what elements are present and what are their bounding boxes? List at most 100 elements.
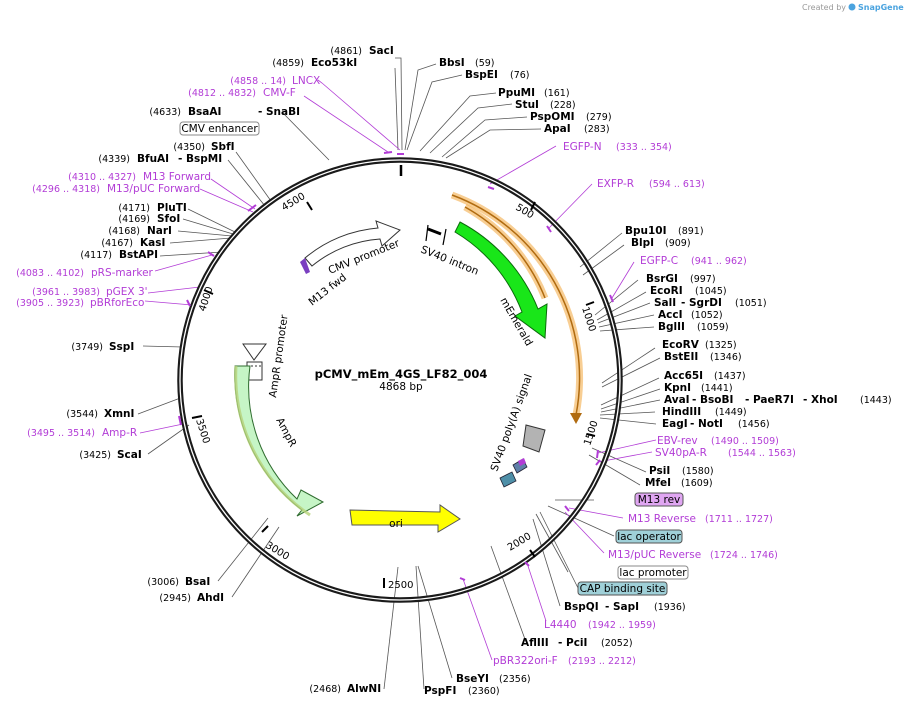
m13-rev-box (634, 492, 684, 507)
enzyme-pos: (1456) (738, 419, 770, 430)
cap-binding-site-box (577, 581, 668, 596)
enzyme-labels: (4861) SacI (4859) Eco53kI BbsI (59) Bsp… (66, 45, 891, 697)
enzyme-name: MfeI (645, 477, 671, 489)
enzyme-pos: (1449) (715, 407, 747, 418)
primer-name: pBRforEco (90, 297, 144, 309)
enzyme-pos: (2945) (159, 593, 191, 604)
enzyme-pos: (2052) (601, 638, 633, 649)
primer-pos: (2193 .. 2212) (568, 656, 636, 667)
m13-rev-block (518, 458, 526, 466)
enzyme-pos: (891) (678, 226, 704, 237)
enzyme-name-2: - (690, 418, 694, 430)
enzyme-name-2: - (692, 394, 696, 406)
ampr-promoter-label: AmpR promoter (267, 313, 291, 398)
primer-pos: (3961 .. 3983) (32, 287, 100, 298)
enzyme-name: AccI (658, 309, 682, 321)
tick-label-1500: 1500 (582, 419, 600, 447)
sv40-intron-label: SV40 intron (419, 244, 480, 278)
orf-arc-inner (464, 206, 546, 299)
enzyme-name: XmnI (104, 408, 134, 420)
primer-pos: (1724 .. 1746) (710, 550, 778, 561)
enzyme-pos: (1437) (714, 371, 746, 382)
enzyme-name: BsaAI (188, 106, 221, 118)
enzyme-name: SbfI (211, 141, 235, 153)
enzyme-pos: (4859) (272, 58, 304, 69)
enzyme-name: StuI (515, 99, 539, 111)
primer-name: pGEX 3' (106, 286, 148, 298)
primer-pos: (1490 .. 1509) (711, 436, 779, 447)
cap-binding-site-label: CAP binding site (580, 583, 666, 595)
cmv-promoter-arrow[interactable] (304, 220, 401, 267)
lac-promoter-label: lac promoter (619, 567, 687, 579)
enzyme-pos: (1936) (654, 602, 686, 613)
sv40-polya-box[interactable] (522, 424, 546, 453)
primer-labels: (4858 .. 14) LNCX (4812 .. 4832) CMV-F (… (16, 75, 796, 667)
enzyme-pos: (1325) (705, 340, 737, 351)
enzyme-name: Eco53kI (311, 57, 357, 69)
enzyme-pos: (4168) (108, 226, 140, 237)
enzyme-name-3: PaeR7I (753, 394, 794, 406)
enzyme-name: AflIII (521, 637, 549, 649)
enzyme-name: PspOMI (530, 111, 575, 123)
tick-label-2000: 2000 (506, 531, 533, 554)
enzyme-name-2: - (745, 394, 749, 406)
primer-name: M13 Forward (143, 171, 211, 183)
primer-pos: (1711 .. 1727) (705, 514, 773, 525)
primer-pos: (1942 .. 1959) (588, 620, 656, 631)
primer-pos: (4083 .. 4102) (16, 268, 84, 279)
primer-marks (178, 151, 614, 581)
enzyme-pos: (1052) (691, 310, 723, 321)
enzyme-pos: (4350) (173, 142, 205, 153)
enzyme-name: PpuMI (498, 87, 535, 99)
primer-pos: (594 .. 613) (649, 179, 705, 190)
enzyme-name: BstEII (664, 351, 698, 363)
memerald-arrow[interactable] (454, 221, 548, 339)
enzyme-name: BspQI (564, 601, 599, 613)
primer-name: LNCX (292, 75, 320, 87)
enzyme-pos: (228) (550, 100, 576, 111)
ori-arrow[interactable] (349, 504, 461, 533)
enzyme-name: Acc65I (664, 370, 703, 382)
primer-pos: (4858 .. 14) (230, 76, 286, 87)
primer-pos: (4812 .. 4832) (188, 88, 256, 99)
enzyme-name: BfuAI (137, 153, 169, 165)
enzyme-name: PsiI (649, 465, 670, 477)
enzyme-pos: (4339) (98, 154, 130, 165)
enzyme-pos: (4167) (101, 238, 133, 249)
enzyme-pos: (3006) (147, 577, 179, 588)
lac-operator-box (615, 529, 683, 544)
enzyme-name: AvaI (664, 394, 690, 406)
m13-rev-label: M13 rev (638, 494, 681, 506)
primer-name: pBR322ori-F (493, 655, 558, 667)
enzyme-name: PluTI (157, 202, 187, 214)
enzyme-name: BsaI (185, 576, 210, 588)
enzyme-name-2: PciI (566, 637, 587, 649)
sv40-polya-label: SV40 poly(A) signal (489, 373, 535, 473)
enzyme-pos: (2360) (468, 686, 500, 697)
enzyme-name-2: - (258, 106, 262, 118)
enzyme-name: EcoRI (650, 285, 683, 297)
enzyme-name: AhdI (197, 592, 224, 604)
cap-site-block (499, 471, 517, 488)
primer-name: M13/pUC Reverse (608, 549, 701, 561)
enzyme-pos: (3425) (79, 450, 111, 461)
primer-name: Amp-R (102, 427, 137, 439)
snapgene-logo-icon (848, 3, 856, 11)
primer-pos: (4296 .. 4318) (32, 184, 100, 195)
primer-name: EXFP-R (597, 178, 634, 190)
enzyme-name-2: - (681, 297, 685, 309)
ampr-promoter-arrow[interactable] (242, 343, 267, 381)
enzyme-pos: (1051) (735, 298, 767, 309)
primer-pos: (333 .. 354) (616, 142, 672, 153)
enzyme-pos: (997) (690, 274, 716, 285)
enzyme-pos: (2356) (499, 674, 531, 685)
m13-fwd-label: M13 fwd (306, 271, 348, 308)
enzyme-name: EagI (662, 418, 688, 430)
enzyme-pos: (3544) (66, 409, 98, 420)
enzyme-pos: (909) (665, 238, 691, 249)
enzyme-pos: (4633) (149, 107, 181, 118)
sv40-intron-marker (425, 224, 447, 246)
tick-label-1000: 1000 (579, 306, 597, 334)
tick-label-2500: 2500 (388, 580, 413, 591)
